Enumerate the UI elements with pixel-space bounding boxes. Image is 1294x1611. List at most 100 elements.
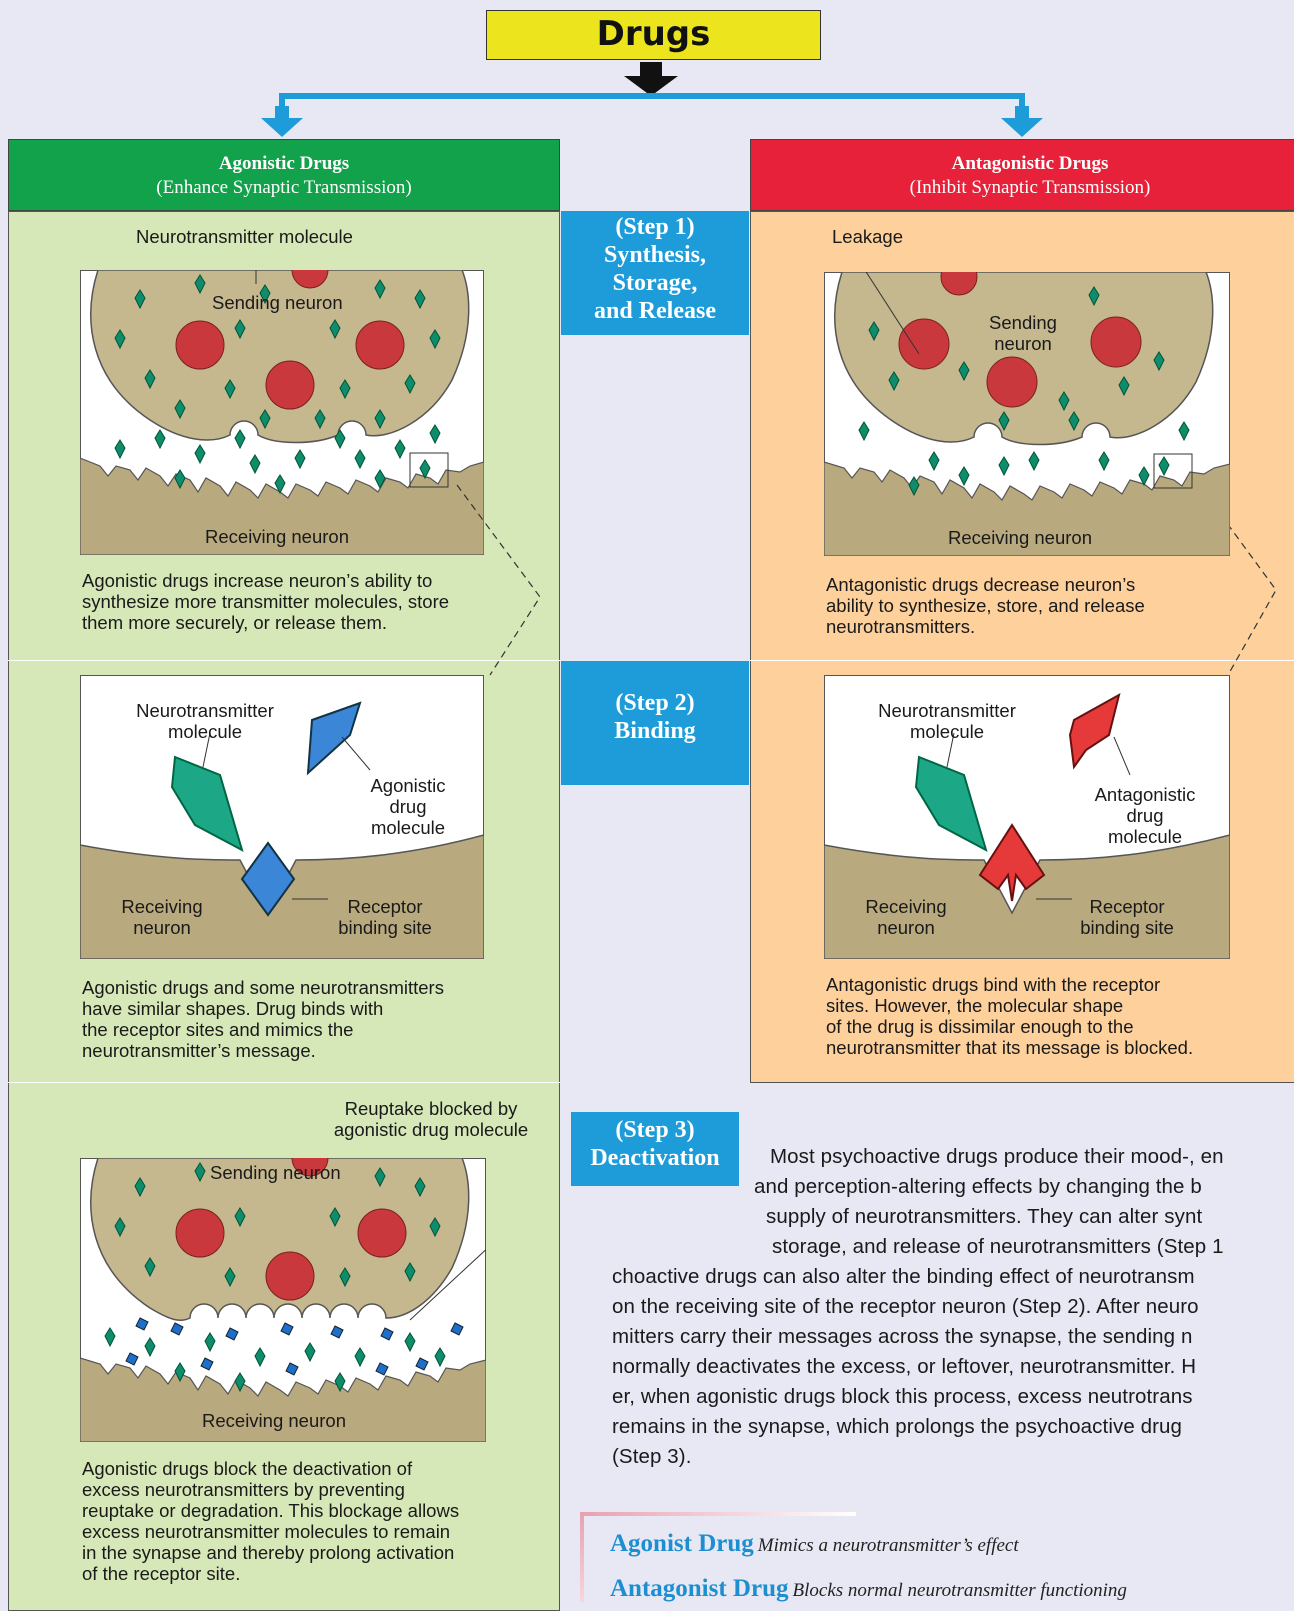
body-line: choactive drugs can also alter the bindi… [612, 1265, 1195, 1288]
definition-term: Antagonist Drug [610, 1575, 789, 1602]
step3-line: Deactivation [590, 1145, 720, 1171]
receptor-label: Receptor binding site [330, 896, 440, 938]
label-line: Receptor [347, 896, 423, 917]
step3-box: (Step 3) Deactivation [571, 1112, 739, 1186]
label-line: Sending [989, 312, 1057, 333]
nt-molecule-label: Neurotransmitter molecule [862, 700, 1032, 742]
nt-molecule-label: Neurotransmitter molecule [136, 226, 353, 247]
agonist-deactivation-illustration [80, 1158, 486, 1442]
agonist-synthesis-illustration [80, 270, 484, 555]
antagonist-binding-illustration [824, 675, 1230, 959]
step1-box: (Step 1) Synthesis, Storage, and Release [561, 211, 749, 335]
label-line: binding site [338, 917, 432, 938]
agonist-step3-caption: Agonistic drugs block the deactivation o… [82, 1458, 459, 1584]
bound-antagonist-drug-icon [978, 823, 1046, 902]
caption-line: Antagonistic drugs decrease neuron’s [826, 574, 1136, 595]
label-line: Neurotransmitter [878, 700, 1016, 721]
agonist-header-subtitle: (Enhance Synaptic Transmission) [156, 177, 412, 198]
step1-line: (Step 1) [615, 214, 695, 240]
caption-line: neurotransmitter’s message. [82, 1040, 316, 1061]
antagonist-drug-icon [1068, 693, 1121, 770]
label-line: agonistic drug molecule [333, 1119, 529, 1140]
definition-antagonist: Antagonist Drug Blocks normal neurotrans… [610, 1575, 1127, 1603]
receiving-neuron-label: Receiving neuron [202, 1410, 346, 1431]
reuptake-label: Reuptake blocked by agonistic drug molec… [318, 1098, 544, 1140]
left-branch-arrow-icon [261, 106, 303, 137]
step1-line: and Release [594, 298, 716, 324]
label-line: Receiving [865, 896, 947, 917]
label-line: drug [1126, 805, 1164, 826]
caption-line: synthesize more transmitter molecules, s… [82, 591, 450, 612]
label-line: molecule [1107, 826, 1183, 847]
step2-line: (Step 2) [615, 690, 695, 716]
bound-agonist-drug-icon [240, 841, 296, 917]
caption-line: ability to synthesize, store, and releas… [826, 595, 1145, 616]
receiving-neuron-label: Receiving neuron [112, 896, 212, 938]
caption-line: reuptake or degradation. This blockage a… [82, 1500, 460, 1521]
label-line: molecule [909, 721, 985, 742]
branch-arrows [261, 62, 1043, 137]
agonist-header: Agonistic Drugs (Enhance Synaptic Transm… [8, 139, 560, 211]
agonist-header-title: Agonistic Drugs [218, 153, 350, 174]
nt-molecule-label: Neurotransmitter molecule [120, 700, 290, 742]
step1-line: Storage, [612, 270, 698, 296]
antagonist-drug-label: Antagonistic drug molecule [1085, 784, 1205, 847]
definition-box-accent [580, 1512, 584, 1602]
definition-agonist: Agonist Drug Mimics a neurotransmitter’s… [610, 1530, 1019, 1558]
receptor-label: Receptor binding site [1072, 896, 1182, 938]
antagonist-header-subtitle: (Inhibit Synaptic Transmission) [909, 177, 1151, 198]
page-title: Drugs [486, 10, 821, 60]
caption-line: of the receptor site. [82, 1563, 241, 1584]
body-line: supply of neurotransmitters. They can al… [766, 1205, 1203, 1228]
label-line: Receptor [1089, 896, 1165, 917]
down-arrow-icon [624, 62, 678, 96]
body-line: (Step 3). [612, 1445, 692, 1468]
right-branch-arrow-icon [1001, 106, 1043, 137]
label-line: binding site [1080, 917, 1174, 938]
label-line: neuron [877, 917, 935, 938]
antagonist-step2-caption: Antagonistic drugs bind with the recepto… [826, 974, 1193, 1058]
sending-neuron-label: Sending neuron [212, 292, 343, 313]
caption-line: have similar shapes. Drug binds with [82, 998, 384, 1019]
body-line: normally deactivates the excess, or left… [612, 1355, 1197, 1378]
caption-line: Antagonistic drugs bind with the recepto… [826, 974, 1161, 995]
label-line: neuron [994, 333, 1052, 354]
body-line: storage, and release of neurotransmitter… [772, 1235, 1224, 1258]
body-paragraph: Most psychoactive drugs produce their mo… [612, 1142, 1294, 1472]
agonist-drug-label: Agonistic drug molecule [358, 775, 458, 838]
caption-line: Agonistic drugs and some neurotransmitte… [82, 977, 444, 998]
definition-gloss: Mimics a neurotransmitter’s effect [757, 1535, 1019, 1556]
label-line: drug [389, 796, 427, 817]
body-line: mitters carry their messages across the … [612, 1325, 1193, 1348]
caption-line: excess neurotransmitters by preventing [82, 1479, 405, 1500]
step2-line: Binding [614, 718, 696, 744]
sending-neuron-label: Sending neuron [210, 1162, 341, 1183]
receiving-neuron-label: Receiving neuron [856, 896, 956, 938]
receiving-neuron-label: Receiving neuron [948, 527, 1092, 548]
caption-line: the receptor sites and mimics the [82, 1019, 354, 1040]
neurotransmitter-molecule-icon [170, 755, 244, 852]
agonist-step2-caption: Agonistic drugs and some neurotransmitte… [82, 977, 444, 1061]
agonist-binding-illustration [80, 675, 484, 959]
label-line: neuron [133, 917, 191, 938]
definition-gloss: Blocks normal neurotransmitter functioni… [792, 1580, 1127, 1601]
caption-line: sites. However, the molecular shape [826, 995, 1124, 1016]
caption-line: of the drug is dissimilar enough to the [826, 1016, 1134, 1037]
step3-line: (Step 3) [615, 1117, 695, 1143]
label-line: Reuptake blocked by [344, 1098, 518, 1119]
agonist-step1-caption: Agonistic drugs increase neuron’s abilit… [82, 570, 449, 633]
label-line: molecule [370, 817, 446, 838]
caption-line: neurotransmitters. [826, 616, 976, 637]
body-line: Most psychoactive drugs produce their mo… [770, 1145, 1224, 1168]
antagonist-synthesis-illustration [824, 272, 1230, 556]
definition-box-accent [580, 1512, 856, 1516]
label-line: Antagonistic [1094, 784, 1196, 805]
leakage-label: Leakage [832, 226, 903, 247]
caption-line: Agonistic drugs block the deactivation o… [82, 1458, 413, 1479]
antagonist-step1-caption: Antagonistic drugs decrease neuron’s abi… [826, 574, 1145, 637]
body-line: er, when agonistic drugs block this proc… [612, 1385, 1193, 1408]
body-line: and perception-altering effects by chang… [754, 1175, 1202, 1198]
sending-neuron-label: Sending neuron [968, 312, 1078, 354]
neurotransmitter-molecule-icon [914, 755, 988, 852]
caption-line: Agonistic drugs increase neuron’s abilit… [82, 570, 433, 591]
